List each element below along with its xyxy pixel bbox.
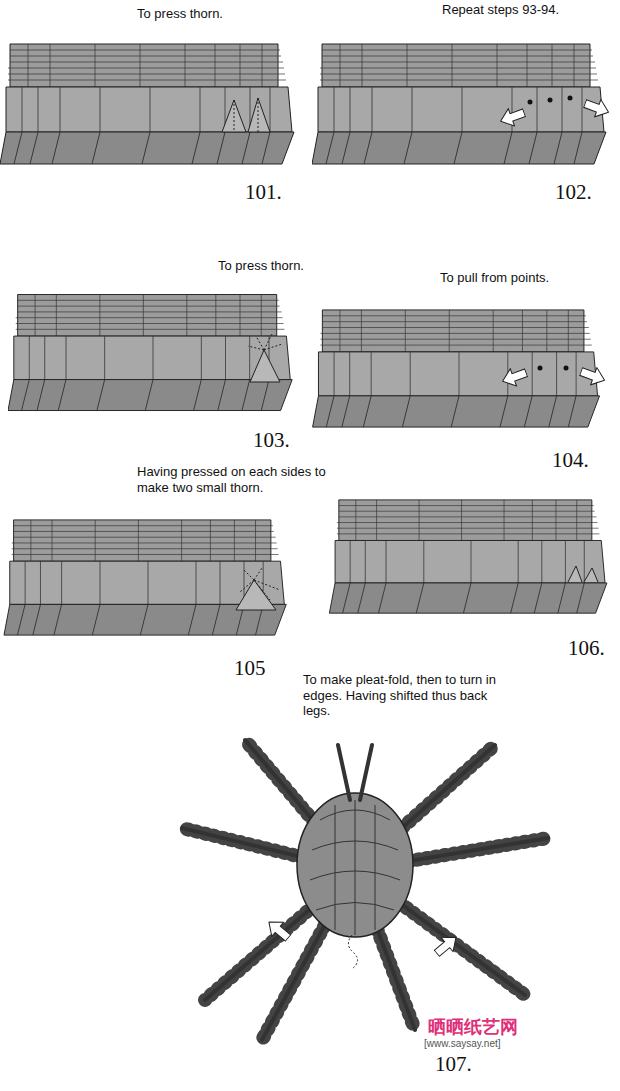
step-number: 101. <box>245 180 282 205</box>
step-note: To press thorn. <box>137 6 223 22</box>
step-number: 103. <box>253 428 290 453</box>
watermark-url: [www.saysay.net] <box>424 1038 501 1050</box>
step-note: Repeat steps 93-94. <box>442 2 559 18</box>
step-note: To make pleat-fold, then to turn in edge… <box>303 672 503 719</box>
step-number: 107. <box>435 1052 472 1077</box>
step-number: 102. <box>555 180 592 205</box>
step-number: 106. <box>568 636 605 661</box>
step-note: To press thorn. <box>218 258 304 274</box>
step-note: Having pressed on each sides to make two… <box>137 464 352 495</box>
step-number: 105 <box>234 656 266 681</box>
watermark: 晒晒纸艺网 <box>428 1016 518 1038</box>
step-note: To pull from points. <box>440 270 549 286</box>
step-number: 104. <box>552 448 589 473</box>
